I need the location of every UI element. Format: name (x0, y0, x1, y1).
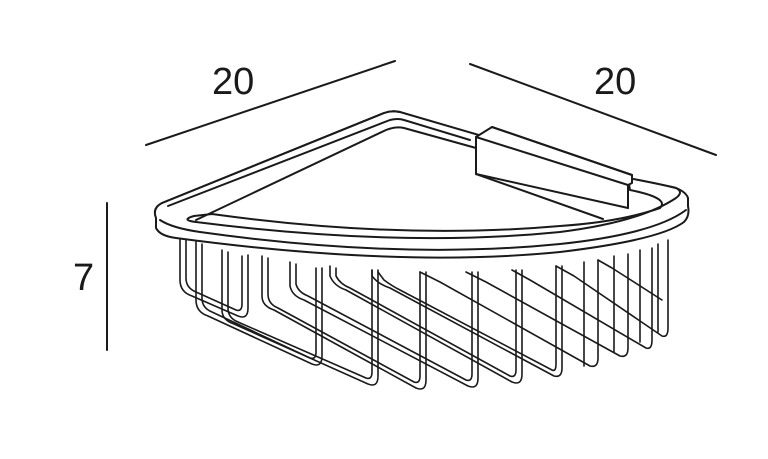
height-dimension-label: 7 (73, 257, 95, 299)
basket (153, 110, 690, 390)
width-dimension-label: 20 (212, 61, 255, 103)
wall-bracket (475, 126, 633, 220)
depth-dimension-label: 20 (594, 61, 637, 103)
depth-dimension-line (469, 63, 717, 156)
width-dimension-line (145, 60, 396, 146)
